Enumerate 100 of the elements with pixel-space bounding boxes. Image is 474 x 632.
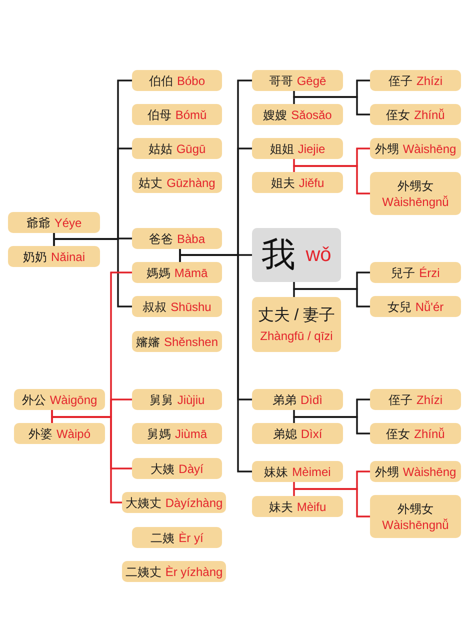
chinese-term: 外公 (22, 392, 46, 408)
chinese-term: 姐姐 (270, 140, 294, 158)
relative-box (370, 70, 461, 91)
chinese-term: 媽媽 (146, 264, 170, 282)
relative-box (370, 389, 461, 410)
connector-line (293, 165, 370, 194)
relative-box (252, 297, 341, 352)
pinyin: Nǚ'ér (415, 298, 444, 316)
pinyin: Dàyízhàng (165, 494, 223, 512)
pinyin: Mèimei (292, 464, 331, 480)
chinese-term: 伯伯 (148, 72, 173, 90)
chinese-term: 舅舅 (149, 392, 174, 408)
pinyin: wǒ (306, 243, 332, 267)
relative-box (132, 262, 222, 283)
chinese-term: 舅媽 (146, 426, 171, 442)
chinese-term: 我 (262, 235, 296, 275)
relative-box (252, 389, 343, 410)
pinyin: Wàishēngnǚ (382, 194, 449, 210)
pinyin: Wàipó (56, 426, 90, 442)
chinese-term: 女兒 (387, 298, 412, 316)
chinese-term: 嬸嬸 (136, 334, 160, 350)
pinyin: Zhízi (416, 392, 442, 408)
relative-box (252, 104, 343, 125)
pinyin: Jiejie (298, 140, 326, 158)
chinese-term: 外甥女 (398, 500, 434, 516)
chinese-term: 侄女 (386, 106, 410, 124)
chinese-term: 兒子 (391, 264, 416, 282)
pinyin: Jiěfu (298, 174, 324, 192)
connector-line (293, 488, 370, 518)
pinyin: Shūshu (170, 298, 212, 316)
relative-box (132, 104, 222, 125)
relative-box (252, 70, 343, 91)
chinese-term: 外甥 (374, 140, 399, 158)
relative-box (370, 296, 461, 317)
pinyin: Zhínǚ (414, 426, 445, 442)
relative-box (122, 561, 226, 582)
relative-box (8, 246, 100, 267)
relative-box (132, 70, 222, 91)
pinyin: Wàishēngnǚ (382, 516, 449, 532)
relative-box (132, 423, 222, 444)
relative-box (370, 423, 461, 444)
chinese-term: 叔叔 (142, 298, 167, 316)
pinyin: Zhàngfū / qīzi (260, 328, 333, 344)
relative-box (370, 104, 461, 125)
relative-box (132, 527, 222, 548)
chinese-term: 爺爺 (26, 214, 50, 232)
connector-line (293, 416, 370, 434)
pinyin: Yéye (54, 214, 82, 232)
pinyin: Mèifu (296, 498, 326, 516)
connector-line (293, 96, 370, 116)
chinese-term: 姑姑 (148, 140, 172, 158)
chinese-term: 大姨 (150, 460, 175, 478)
relative-box (132, 228, 222, 249)
pinyin: Dàyí (178, 460, 204, 478)
pinyin: Dìdì (300, 392, 322, 408)
chinese-term: 妹妹 (264, 464, 288, 480)
chinese-term: 弟弟 (272, 392, 296, 408)
chinese-term: 二姨丈 (125, 564, 162, 580)
pinyin: Jiùmā (174, 426, 207, 442)
pinyin: Zhízi (416, 72, 442, 90)
chinese-term: 姐夫 (270, 174, 295, 192)
relative-box (132, 172, 222, 193)
chinese-term: 妹夫 (268, 498, 293, 516)
relative-box (370, 172, 461, 215)
chinese-term: 外婆 (28, 426, 52, 442)
pinyin: Bómǔ (175, 106, 207, 124)
pinyin: Bàba (176, 230, 206, 248)
relative-box (370, 262, 461, 283)
relative-box (132, 138, 222, 159)
pinyin: Shěnshen (164, 334, 218, 350)
chinese-term: 大姨丈 (125, 494, 162, 512)
pinyin: Érzi (419, 264, 440, 282)
relative-box (370, 461, 461, 482)
chinese-term: 侄女 (386, 426, 410, 442)
relative-box (132, 458, 222, 479)
pinyin: Jiùjiu (177, 392, 205, 408)
chinese-term: 侄子 (388, 72, 412, 90)
pinyin: Māmā (174, 264, 208, 282)
pinyin: Wàigōng (50, 392, 98, 408)
relative-box (122, 492, 226, 513)
pinyin: Wàishēng (402, 464, 456, 480)
pinyin: Gēgē (296, 72, 326, 90)
pinyin: Zhínǚ (414, 106, 445, 124)
relative-box (14, 423, 105, 444)
chinese-term: 弟媳 (272, 426, 297, 442)
connector-line (293, 288, 370, 308)
chinese-term: 嫂嫂 (263, 106, 288, 124)
chinese-term: 侄子 (388, 392, 412, 408)
chinese-term: 哥哥 (268, 72, 293, 90)
pinyin: Bóbo (176, 72, 206, 90)
relative-box (132, 331, 222, 352)
pinyin: Nǎinai (50, 248, 86, 266)
chinese-term: 丈夫 / 妻子 (258, 306, 336, 326)
pinyin: Wàishēng (402, 140, 456, 158)
chinese-term: 奶奶 (22, 248, 47, 266)
chinese-term: 姑丈 (138, 174, 163, 192)
pinyin: Gūzhàng (166, 174, 216, 192)
pinyin: Gūgū (176, 140, 206, 158)
relative-box (252, 138, 343, 159)
self-box (252, 228, 341, 282)
